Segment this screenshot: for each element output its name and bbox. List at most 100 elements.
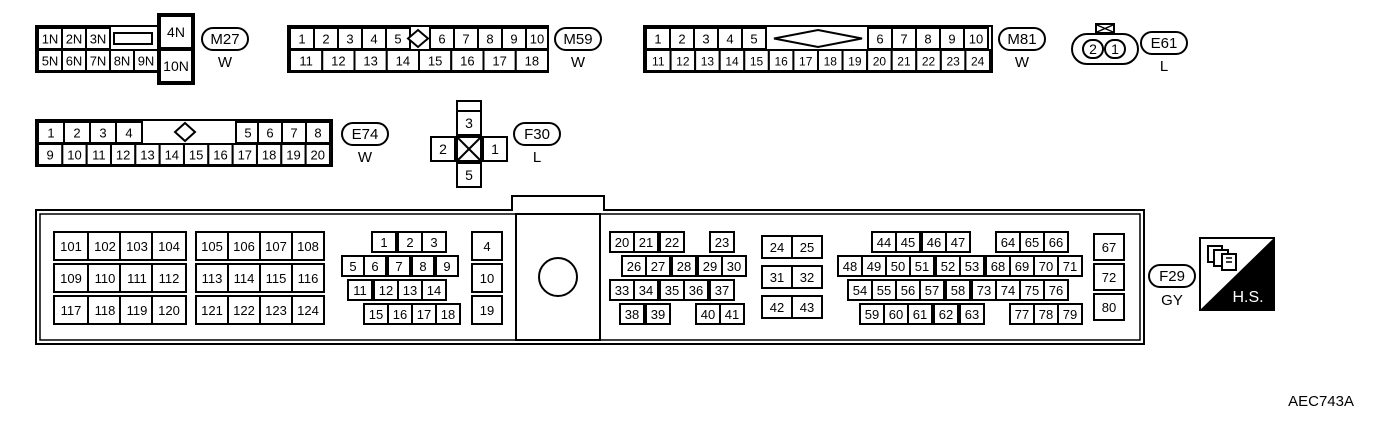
m27-pin-6N-label: 6N	[66, 54, 83, 69]
m81-pin-24: 24	[964, 49, 991, 72]
f29-pin-115: 115	[259, 263, 293, 293]
f29-pin-34-label: 34	[639, 283, 653, 298]
f29-pin-112: 112	[151, 263, 187, 293]
f29-pin-123-label: 123	[265, 303, 287, 318]
f29-pin-56: 56	[895, 279, 921, 301]
m81-code: M81	[998, 27, 1046, 51]
m59-pin-18: 18	[514, 49, 549, 72]
f29-pin-62-label: 62	[939, 307, 953, 322]
f29-pin-48-label: 48	[843, 259, 857, 274]
e61-pin-1-label: 1	[1111, 41, 1119, 57]
f29-pin-13-label: 13	[403, 283, 417, 298]
m81-pin-17: 17	[792, 49, 819, 72]
m27-pin-7N: 7N	[85, 49, 111, 72]
f29-pin-57-label: 57	[925, 283, 939, 298]
m81-pin-18-label: 18	[824, 55, 838, 69]
f29-pin-36: 36	[683, 279, 709, 301]
f29-pin-38: 38	[619, 303, 645, 325]
f29-pin-75-label: 75	[1025, 283, 1039, 298]
f29-pin-70-label: 70	[1039, 259, 1053, 274]
e74-pin-18-label: 18	[262, 148, 276, 163]
e74-pin-20-label: 20	[311, 148, 325, 163]
m81-pin-23-label: 23	[946, 55, 960, 69]
f29-pin-5-label: 5	[349, 259, 356, 274]
m27-pin-5N: 5N	[37, 49, 63, 72]
f29-pin-20: 20	[609, 231, 635, 253]
m59-pin-3: 3	[337, 27, 363, 50]
e74-pin-8: 8	[305, 121, 331, 144]
m27-pin-10N-label: 10N	[163, 58, 189, 74]
f30-key-tab	[456, 100, 482, 112]
m27-pin-2N: 2N	[61, 27, 87, 50]
m59-pin-10: 10	[525, 27, 549, 50]
e74-pin-9: 9	[37, 143, 64, 166]
m59-pin-10-label: 10	[530, 32, 544, 47]
m59-pin-18-label: 18	[525, 54, 539, 69]
f29-pin-58: 58	[945, 279, 971, 301]
m59-pin-15: 15	[418, 49, 453, 72]
f30-center-cross	[456, 136, 482, 162]
m27-pin-9N-label: 9N	[138, 54, 155, 69]
f29-pin-15-label: 15	[369, 307, 383, 322]
f29-pin-49-label: 49	[867, 259, 881, 274]
m59-pin-6-label: 6	[438, 32, 445, 47]
f29-pin-14-label: 14	[427, 283, 441, 298]
f29-pin-43-label: 43	[800, 300, 814, 315]
f29-pin-63: 63	[959, 303, 985, 325]
m59-pin-13-label: 13	[363, 54, 377, 69]
f29-pin-69: 69	[1009, 255, 1035, 277]
f29-pin-44: 44	[871, 231, 897, 253]
f30-code: F30	[513, 122, 561, 146]
f30-pin-2-label: 2	[439, 141, 447, 157]
f29-pin-47: 47	[945, 231, 971, 253]
m81-pin-11-label: 11	[652, 55, 665, 69]
m59-pin-2-label: 2	[322, 32, 329, 47]
e74-pin-2: 2	[63, 121, 91, 144]
f29-pin-4: 4	[471, 231, 503, 261]
f29-pin-63-label: 63	[965, 307, 979, 322]
f29-pin-44-label: 44	[877, 235, 891, 250]
f29-pin-36-label: 36	[689, 283, 703, 298]
f29-pin-106: 106	[227, 231, 261, 261]
f29-pin-35-label: 35	[665, 283, 679, 298]
m59-pin-17-label: 17	[492, 54, 506, 69]
m81-pin-18: 18	[816, 49, 844, 72]
f29-pin-113: 113	[195, 263, 229, 293]
f29-pin-54-label: 54	[853, 283, 867, 298]
f29-pin-107: 107	[259, 231, 293, 261]
f29-pin-105: 105	[195, 231, 229, 261]
f29-pin-76: 76	[1043, 279, 1069, 301]
f29-pin-77-label: 77	[1015, 307, 1029, 322]
f29-pin-25: 25	[791, 235, 823, 259]
f29-pin-6-label: 6	[371, 259, 378, 274]
f29-pin-40-label: 40	[701, 307, 715, 322]
f29-pin-116: 116	[291, 263, 325, 293]
f29-pin-109-label: 109	[60, 271, 82, 286]
f29-pin-73-label: 73	[977, 283, 991, 298]
f29-pin-54: 54	[847, 279, 873, 301]
f29-color: GY	[1161, 292, 1183, 309]
f29-pin-68-label: 68	[991, 259, 1005, 274]
f29-pin-27: 27	[645, 255, 671, 277]
e74-pin-14-label: 14	[165, 148, 179, 163]
m81-color: W	[1015, 54, 1030, 71]
m81-pin-8-label: 8	[924, 32, 931, 47]
f29-pin-41: 41	[719, 303, 745, 325]
f29-pin-26: 26	[621, 255, 647, 277]
f29-pin-9-label: 9	[443, 259, 450, 274]
harness-icon	[1207, 245, 1237, 271]
f29-pin-51-label: 51	[915, 259, 929, 274]
m81-pin-16: 16	[767, 49, 795, 72]
f29-pin-59: 59	[859, 303, 885, 325]
m27-pin-7N-label: 7N	[90, 54, 107, 69]
f29-pin-27-label: 27	[651, 259, 665, 274]
e74-pin-19-label: 19	[286, 148, 300, 163]
e74-pin-10: 10	[61, 143, 88, 166]
f29-pin-29: 29	[697, 255, 723, 277]
e61-key-mark	[1096, 24, 1114, 33]
f29-pin-18-label: 18	[441, 307, 455, 322]
f29-pin-48: 48	[837, 255, 863, 277]
f29-pin-64: 64	[995, 231, 1021, 253]
f29-pin-74-label: 74	[1001, 283, 1015, 298]
e74-key-diamond	[173, 121, 197, 143]
